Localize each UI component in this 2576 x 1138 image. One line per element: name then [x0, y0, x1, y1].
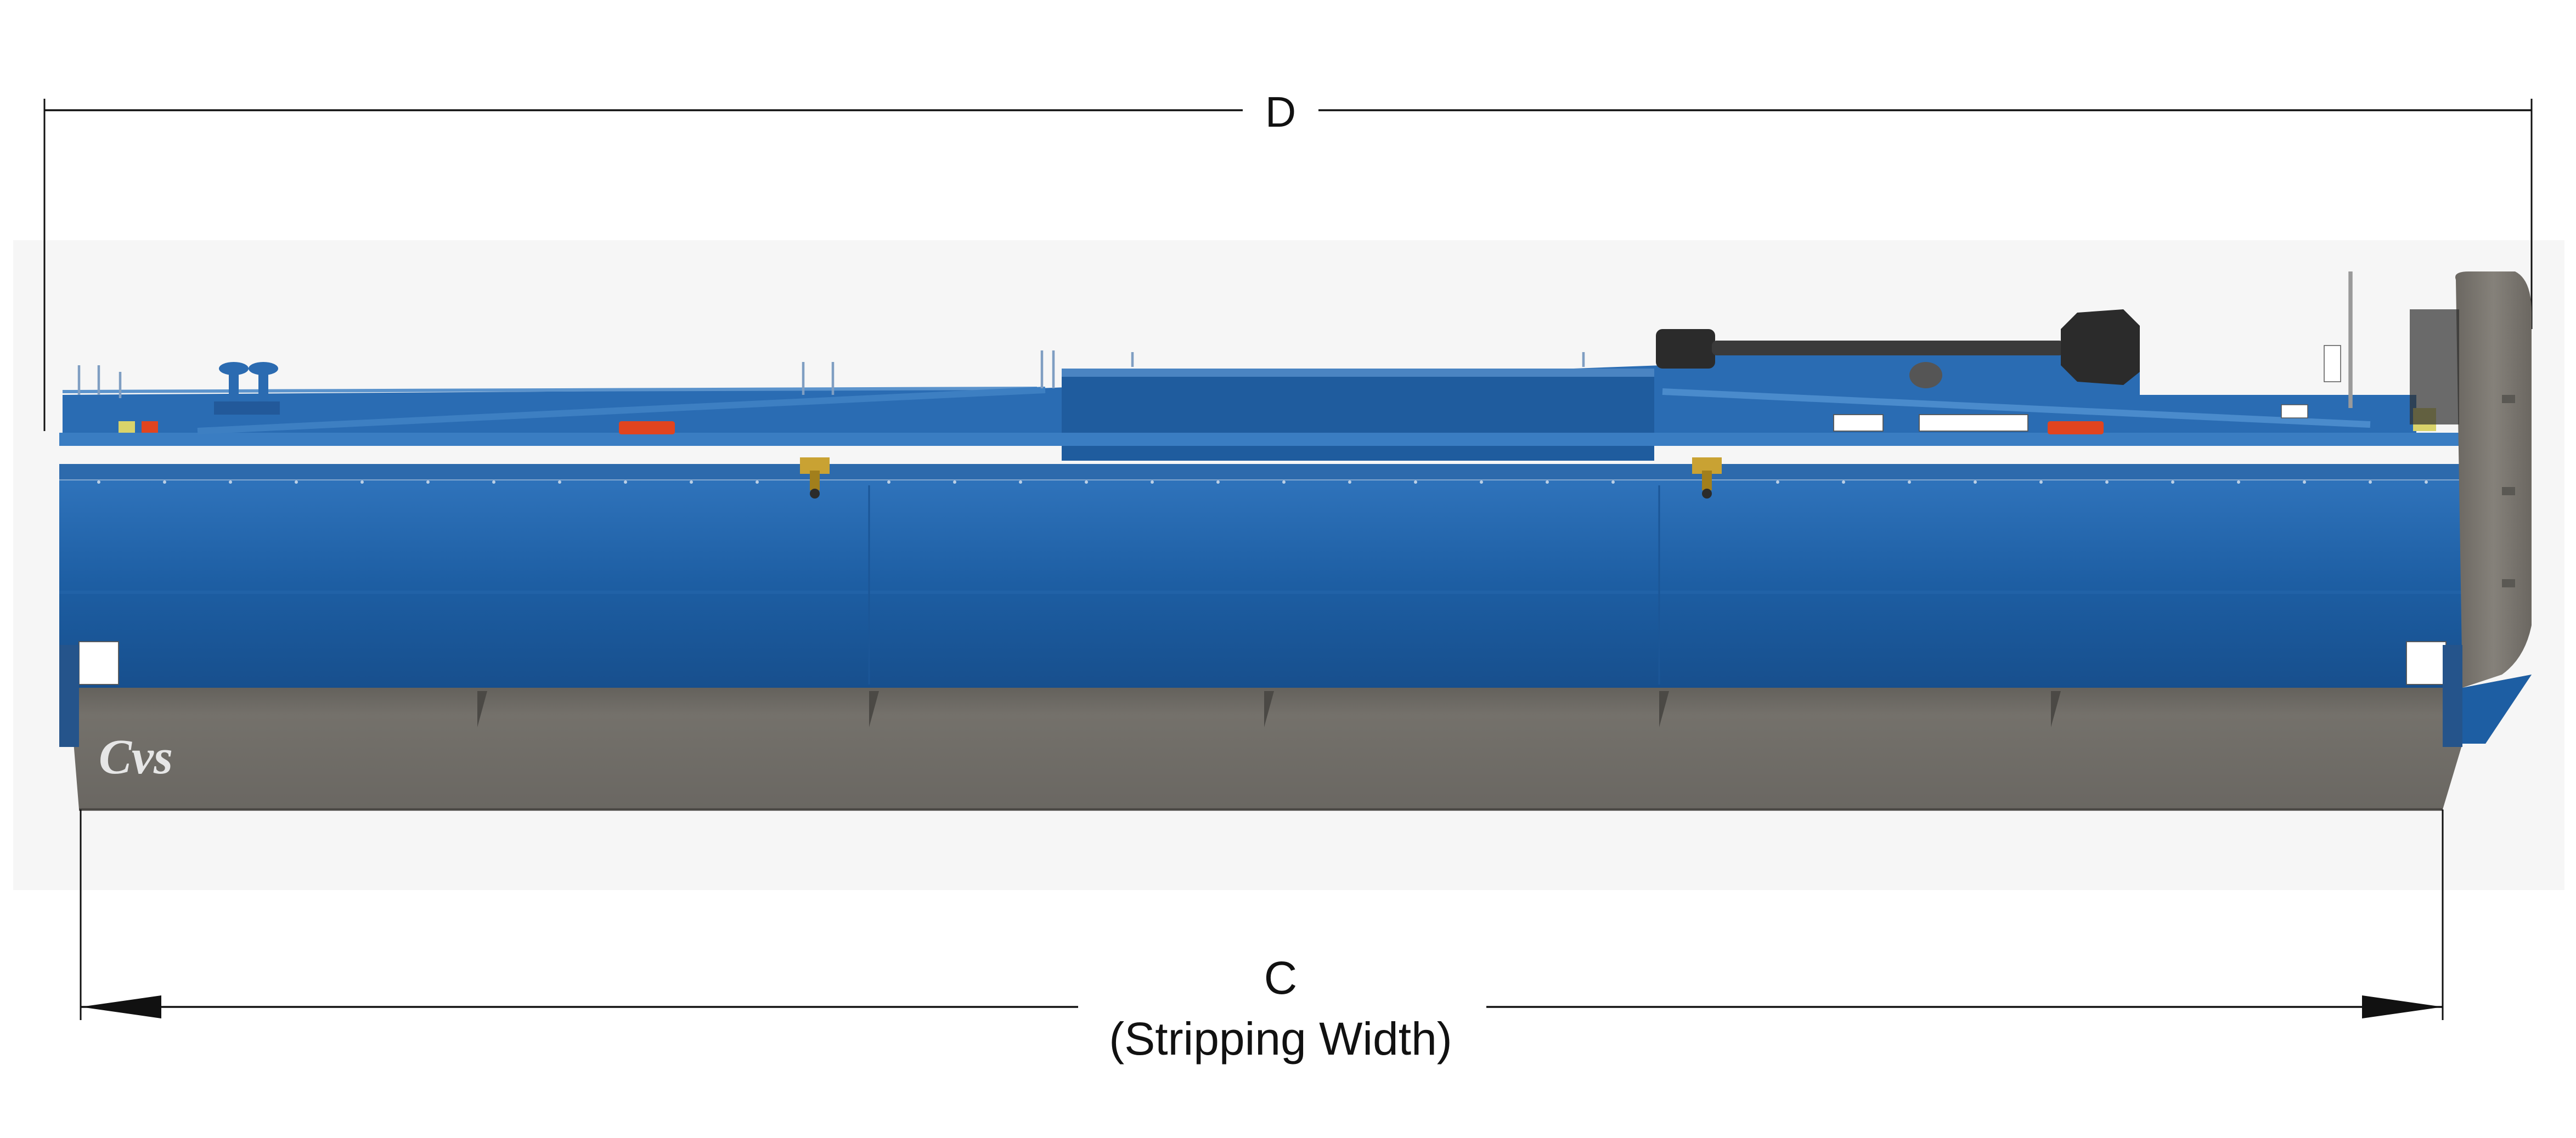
arrowhead-left: [81, 995, 161, 1018]
warning-decal: [1833, 414, 1884, 432]
latch-right: [1692, 457, 1722, 499]
reflector-right: [2048, 421, 2104, 434]
reflector-left: [619, 421, 675, 434]
brand-logo: Cvs: [99, 730, 173, 784]
dimension-c: C (Stripping Width): [80, 809, 2444, 1065]
dimension-d: D: [43, 88, 2533, 431]
stripper-skirt: Cvs: [59, 645, 2532, 811]
tension-rod-left: [197, 387, 1046, 434]
pto-shaft: [1712, 341, 2064, 355]
latch-left: [800, 457, 830, 499]
top-rail: [59, 433, 2462, 446]
dimension-d-label: D: [1265, 88, 1296, 136]
main-body: [59, 480, 2462, 688]
bracket-posts: [77, 350, 1585, 398]
gearbox-guard: [2410, 271, 2532, 688]
mower-deck: [59, 345, 2462, 688]
warning-decal: [1919, 414, 2028, 432]
dimension-c-sublabel: (Stripping Width): [1109, 1013, 1452, 1065]
warning-decal: [2406, 641, 2447, 685]
arrowhead-right: [2362, 995, 2443, 1018]
pto-driveline: [1656, 271, 2353, 408]
rivet-row: [97, 480, 2428, 484]
tension-rod-right: [1662, 388, 2371, 428]
dimension-c-label: C: [1264, 952, 1298, 1004]
warning-decal: [78, 641, 119, 685]
hitch-posts: [214, 362, 280, 415]
